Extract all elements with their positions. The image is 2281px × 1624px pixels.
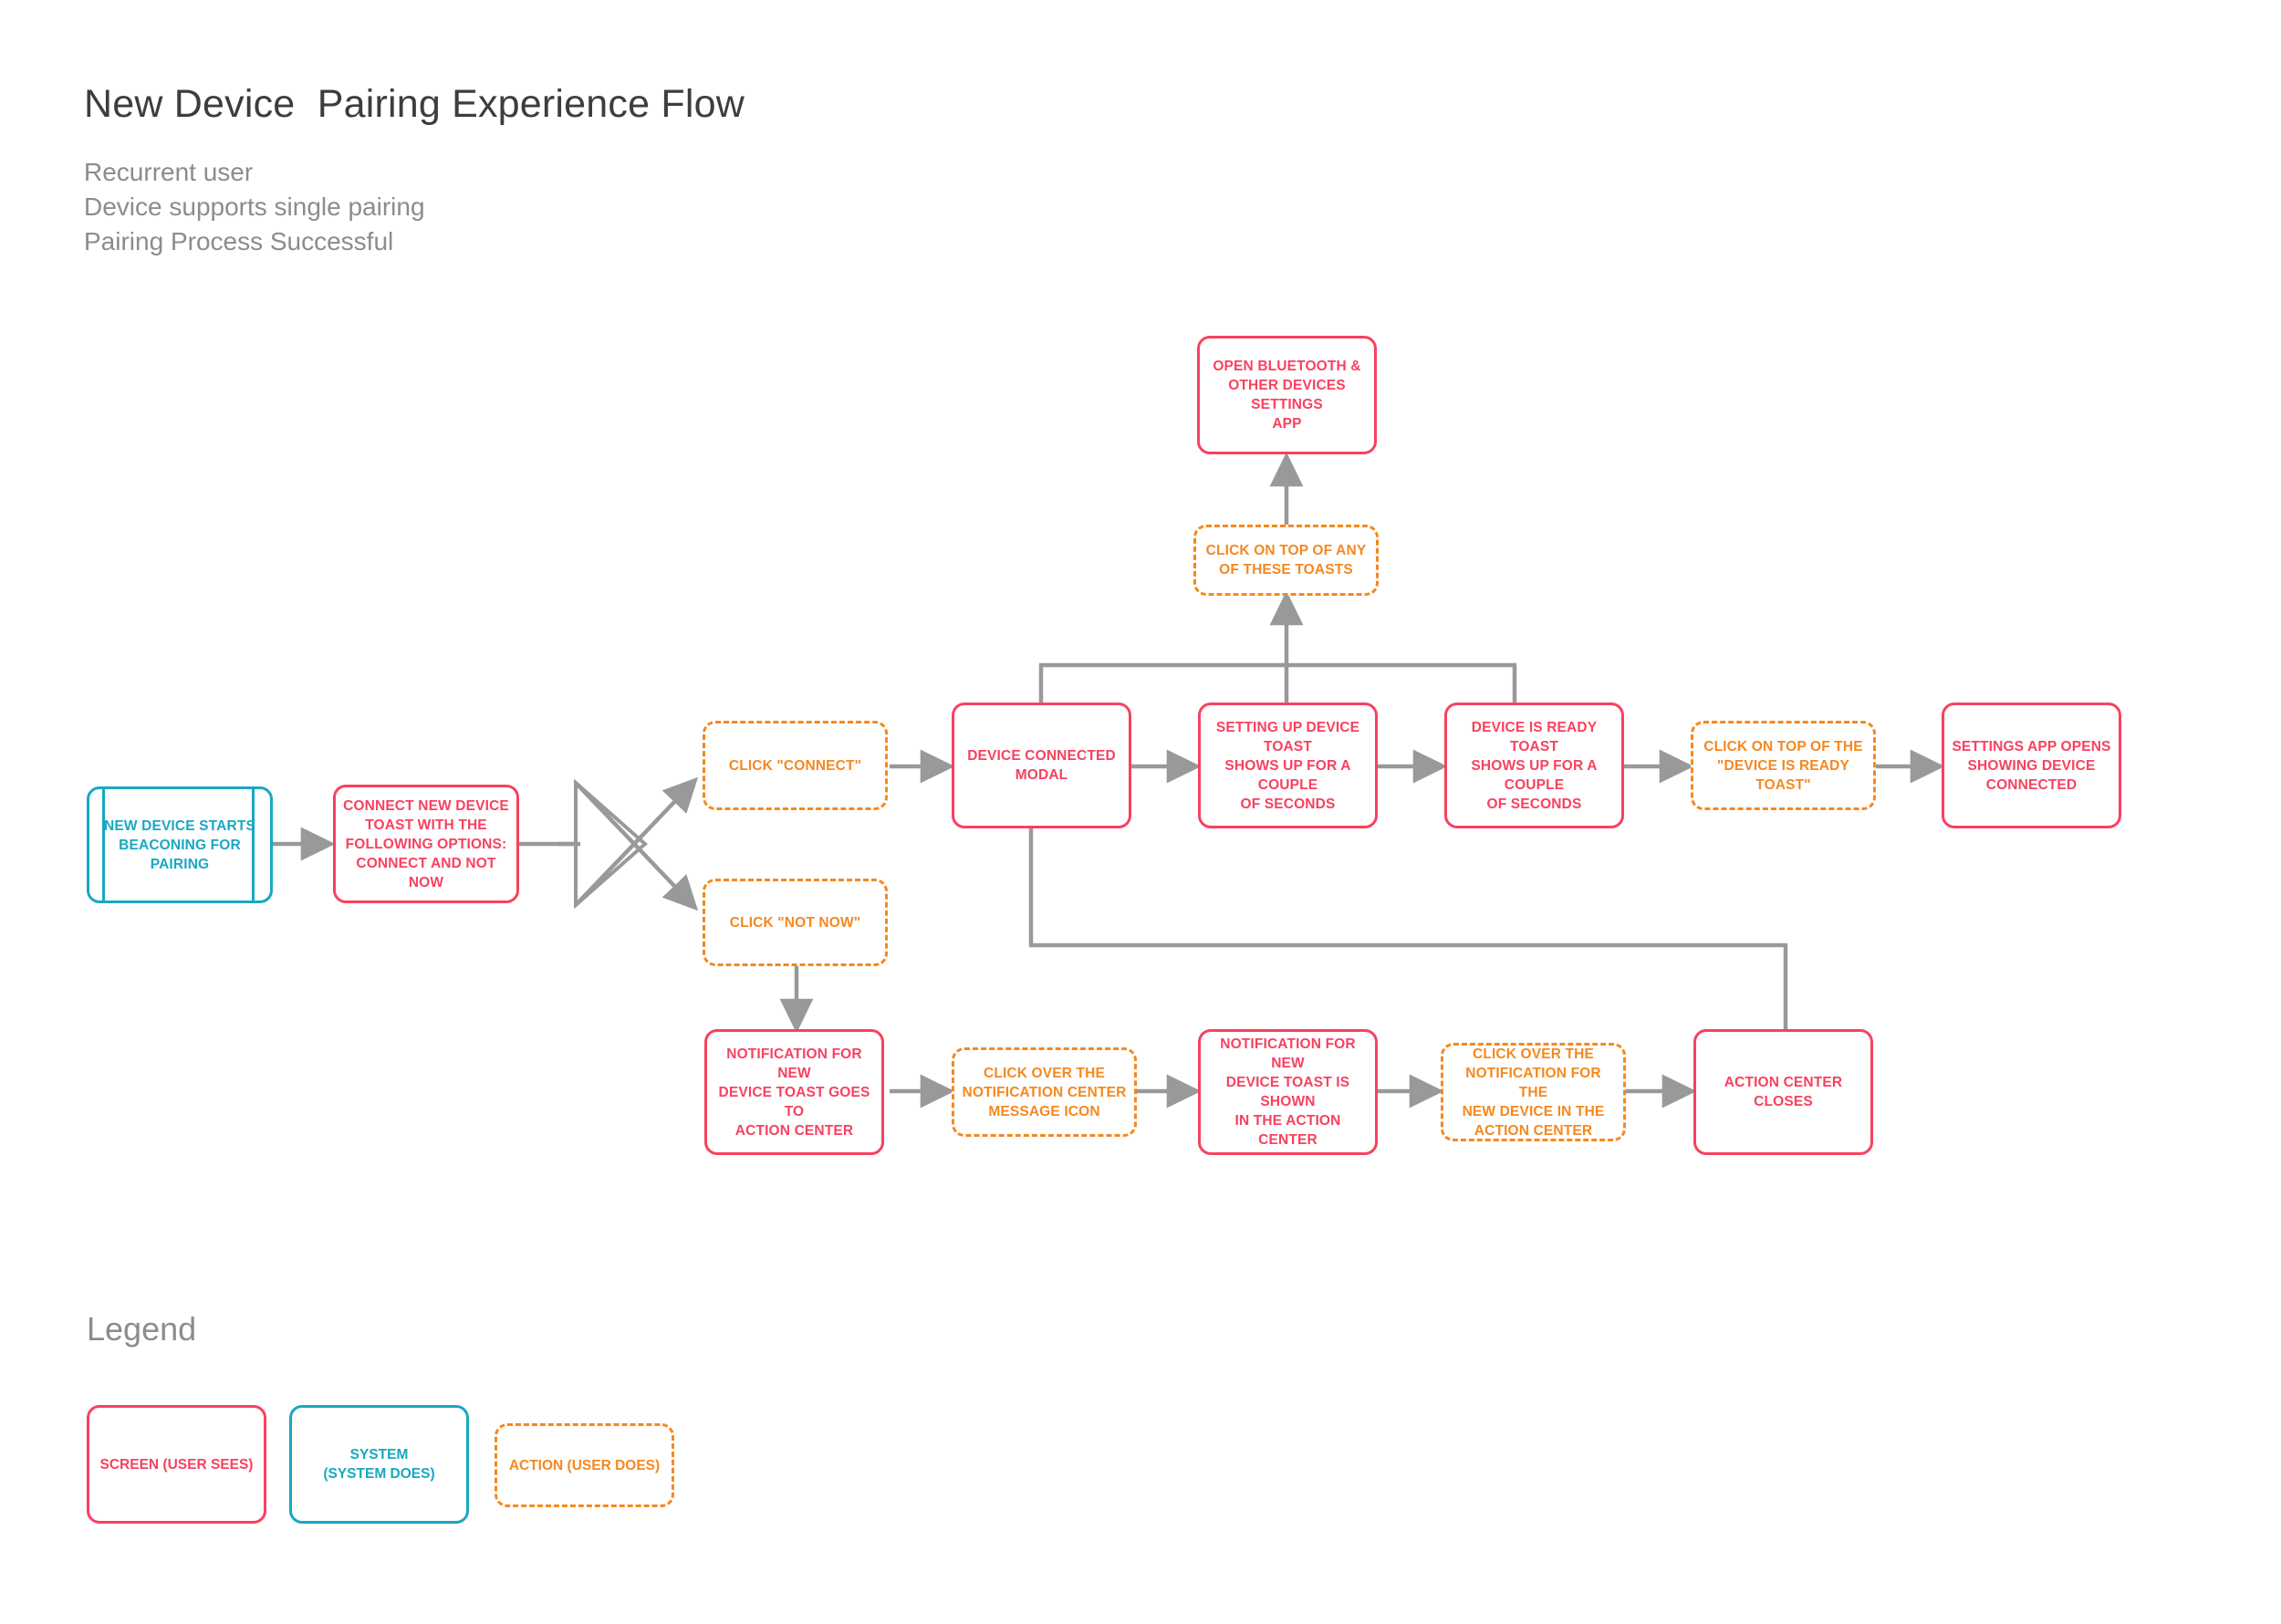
node-click-notification-center-icon[interactable]: CLICK OVER THE NOTIFICATION CENTER MESSA…: [952, 1047, 1137, 1137]
legend-label-action: ACTION (USER DOES): [508, 1457, 661, 1473]
node-click-connect[interactable]: CLICK "CONNECT": [703, 721, 888, 810]
node-label: NOTIFICATION FOR NEW DEVICE TOAST IS SHO…: [1220, 1036, 1356, 1148]
node-label: ACTION CENTER CLOSES: [1724, 1075, 1843, 1109]
page-title: New Device Pairing Experience Flow: [84, 82, 745, 126]
node-settings-app-opens[interactable]: SETTINGS APP OPENS SHOWING DEVICE CONNEC…: [1942, 703, 2121, 828]
node-open-bluetooth-settings[interactable]: OPEN BLUETOOTH & OTHER DEVICES SETTINGS …: [1197, 336, 1377, 454]
subtitle-line-2: Device supports single pairing: [84, 193, 425, 221]
subtitle-line-1: Recurrent user: [84, 158, 254, 186]
legend-item-action: ACTION (USER DOES): [495, 1423, 674, 1507]
node-label: SETTINGS APP OPENS SHOWING DEVICE CONNEC…: [1952, 738, 2111, 793]
node-label: CLICK OVER THE NOTIFICATION CENTER MESSA…: [962, 1065, 1127, 1119]
node-label: CLICK ON TOP OF ANY OF THESE TOASTS: [1205, 543, 1367, 578]
node-label: NOTIFICATION FOR NEW DEVICE TOAST GOES T…: [718, 1046, 870, 1139]
node-notification-goes-to-action-center[interactable]: NOTIFICATION FOR NEW DEVICE TOAST GOES T…: [704, 1029, 884, 1155]
node-click-any-toast[interactable]: CLICK ON TOP OF ANY OF THESE TOASTS: [1193, 525, 1379, 596]
node-device-is-ready-toast[interactable]: DEVICE IS READY TOAST SHOWS UP FOR A COU…: [1444, 703, 1624, 828]
node-label: OPEN BLUETOOTH & OTHER DEVICES SETTINGS …: [1213, 359, 1361, 432]
legend-item-screen: SCREEN (USER SEES): [87, 1405, 266, 1524]
node-device-beaconing[interactable]: NEW DEVICE STARTS BEACONING FOR PAIRING: [87, 786, 273, 903]
node-label: DEVICE IS READY TOAST SHOWS UP FOR A COU…: [1471, 719, 1598, 812]
node-action-center-closes[interactable]: ACTION CENTER CLOSES: [1693, 1029, 1873, 1155]
node-click-notification-in-action-center[interactable]: CLICK OVER THE NOTIFICATION FOR THE NEW …: [1441, 1043, 1626, 1141]
node-setting-up-device-toast[interactable]: SETTING UP DEVICE TOAST SHOWS UP FOR A C…: [1198, 703, 1378, 828]
node-notification-shown-in-action-center[interactable]: NOTIFICATION FOR NEW DEVICE TOAST IS SHO…: [1198, 1029, 1378, 1155]
node-connect-new-device-toast[interactable]: CONNECT NEW DEVICE TOAST WITH THE FOLLOW…: [333, 785, 519, 903]
node-label: CONNECT NEW DEVICE TOAST WITH THE FOLLOW…: [343, 797, 509, 890]
wire-split-to-not-now: [574, 781, 699, 911]
subtitle-line-3: Pairing Process Successful: [84, 227, 394, 255]
legend-title: Legend: [87, 1310, 197, 1348]
node-label: SETTING UP DEVICE TOAST SHOWS UP FOR A C…: [1215, 719, 1360, 812]
node-click-not-now[interactable]: CLICK "NOT NOW": [703, 879, 888, 966]
node-label: CLICK "NOT NOW": [729, 914, 861, 931]
subtitle-block: Recurrent user Device supports single pa…: [84, 155, 425, 259]
node-label: CLICK ON TOP OF THE "DEVICE IS READY TOA…: [1703, 738, 1863, 793]
node-label: CLICK "CONNECT": [728, 757, 862, 774]
node-device-connected-modal[interactable]: DEVICE CONNECTED MODAL: [952, 703, 1131, 828]
node-label: NEW DEVICE STARTS BEACONING FOR PAIRING: [104, 817, 255, 872]
node-label: CLICK OVER THE NOTIFICATION FOR THE NEW …: [1462, 1046, 1605, 1139]
legend-label-screen: SCREEN (USER SEES): [99, 1456, 254, 1473]
node-label: DEVICE CONNECTED MODAL: [967, 748, 1116, 783]
legend-item-system: SYSTEM (SYSTEM DOES): [289, 1405, 469, 1524]
legend-label-system: SYSTEM (SYSTEM DOES): [323, 1447, 435, 1482]
node-click-device-ready-toast[interactable]: CLICK ON TOP OF THE "DEVICE IS READY TOA…: [1691, 721, 1876, 810]
